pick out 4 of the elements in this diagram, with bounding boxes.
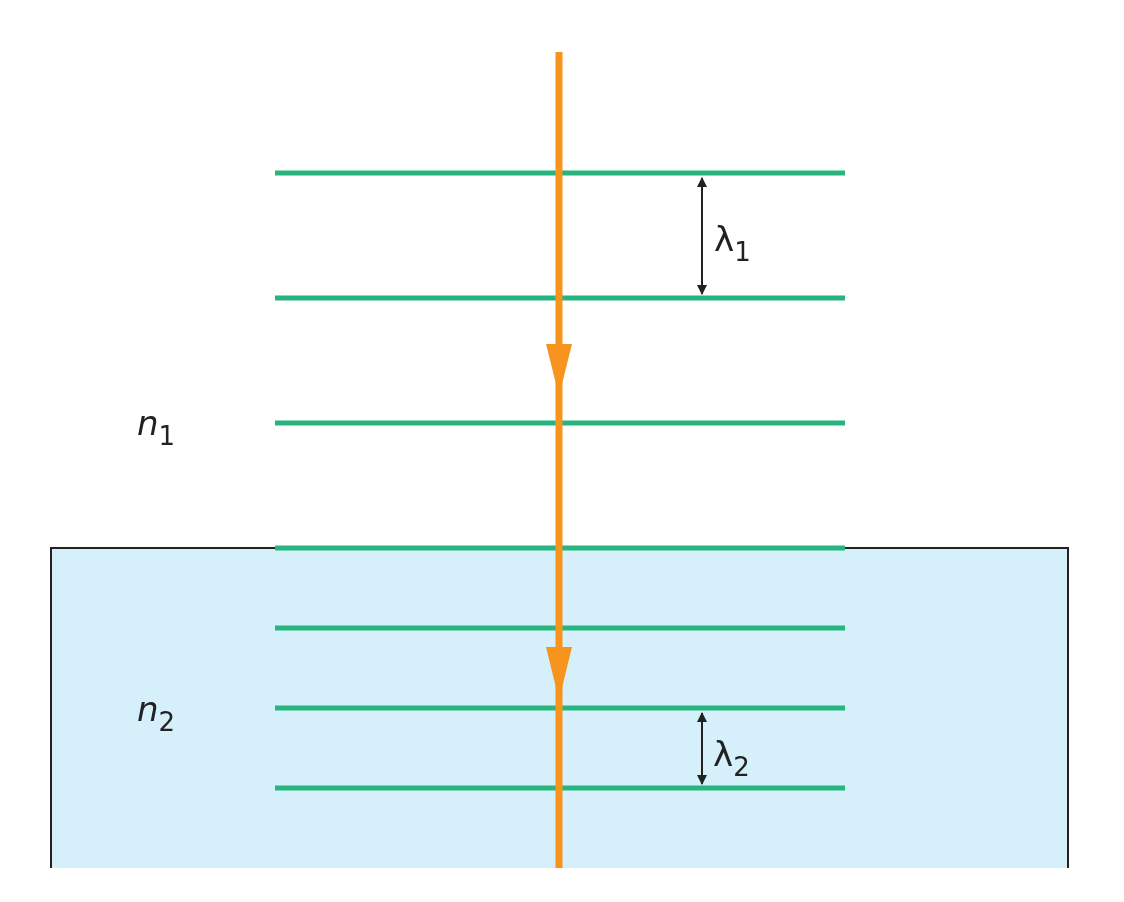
wavelength-label: λ$_{1}$	[714, 222, 751, 265]
refractive-index-label: n$_{2}$	[137, 692, 176, 735]
refractive-index-label: n$_{1}$	[137, 406, 176, 449]
wavelength-label: λ$_{2}$	[713, 737, 750, 780]
